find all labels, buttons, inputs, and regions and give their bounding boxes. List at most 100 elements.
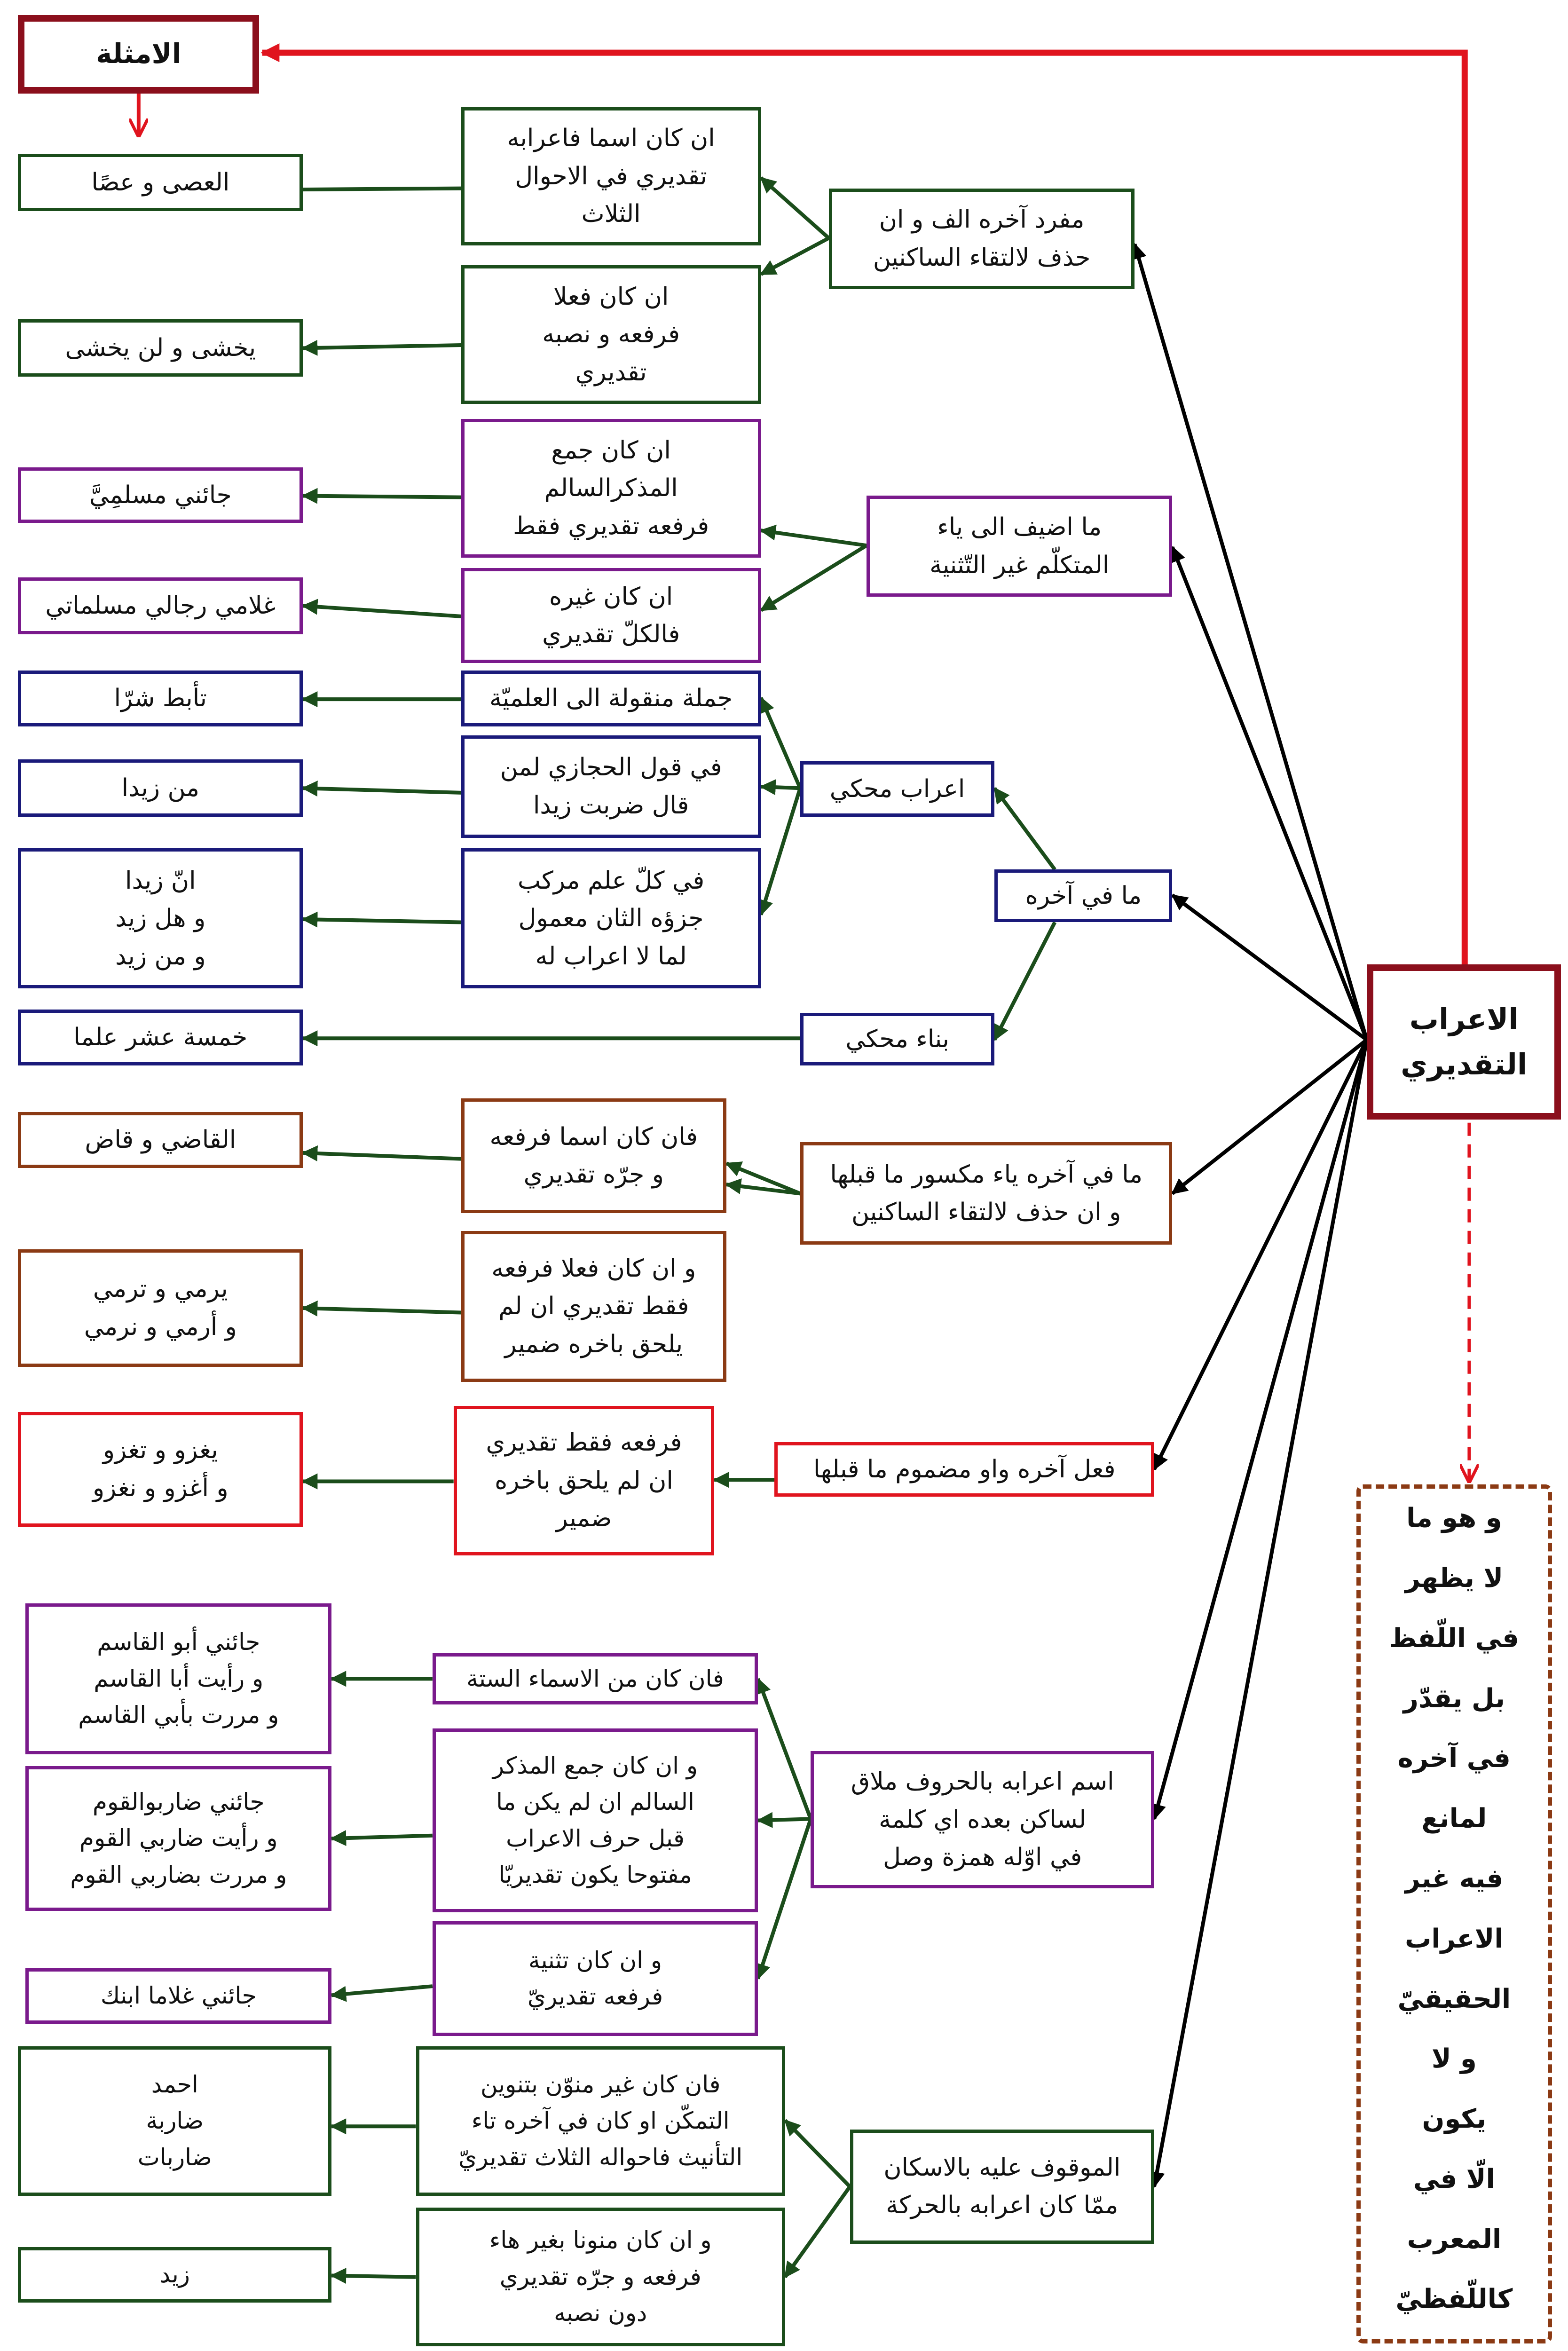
example-16: زيد <box>18 2247 332 2303</box>
line-text: من زيدا <box>121 773 199 802</box>
condition-5: جملة منقولة الى العلميّة <box>461 671 761 726</box>
category-to-condition-arrow <box>725 1178 801 1196</box>
line-text: حذف لالتقاء الساكنين <box>873 243 1091 272</box>
line-text: و رأيت ضاربي القوم <box>79 1824 278 1852</box>
line-text: جائني أبو القاسم <box>97 1628 260 1656</box>
line-text: و مررت بأبي القاسم <box>78 1701 279 1729</box>
category-to-condition-arrow <box>783 2119 851 2188</box>
line-text: فان كان من الاسماء الستة <box>466 1665 724 1692</box>
line-text: و ان كان منونا بغير هاء <box>489 2226 712 2254</box>
line-text: ان كان غيره <box>549 582 673 611</box>
line-text: ما في آخره ياء مكسور ما قبلها <box>830 1160 1143 1189</box>
line-text: ما في آخره <box>1025 882 1142 910</box>
line-text: يكون <box>1422 2104 1487 2135</box>
category-to-condition-arrow <box>756 1677 813 1820</box>
line-text: العصى و عصًا <box>91 168 230 197</box>
line-text: و من زيد <box>115 942 206 970</box>
line-text: المتكلّم غير التّثنية <box>930 551 1110 579</box>
line-text: فرفعه تقديري فقط <box>513 512 709 540</box>
condition-11: فان كان من الاسماء الستة <box>432 1653 758 1704</box>
line-text: التمكّن او كان في آخره تاء <box>471 2107 730 2135</box>
line-text: الموقوف عليه بالاسكان <box>883 2153 1121 2182</box>
line-text: في اللّفظ <box>1389 1623 1519 1654</box>
root-to-category-arrow <box>1170 545 1369 1041</box>
line-text: انّ زيدا <box>125 866 196 895</box>
line-text: يلحق باخره ضمير <box>504 1330 683 1359</box>
example-5: تأبط شرّا <box>18 671 303 726</box>
condition-to-example-arrow <box>301 339 461 356</box>
line-text: مفرد آخره الف و ان <box>879 205 1085 234</box>
line-text: و أرمي و نرمي <box>84 1312 237 1341</box>
line-text: و جرّه تقديري <box>523 1160 664 1189</box>
line-text: لساكن بعده اي كلمة <box>879 1805 1087 1834</box>
line-text: فالكلّ تقديري <box>542 620 680 649</box>
line-text: المذكرالسالم <box>544 474 678 503</box>
category-to-condition-arrow <box>755 1818 813 1980</box>
line-text: احمد <box>151 2070 198 2098</box>
line-text: كاللّفظيّ <box>1395 2284 1513 2315</box>
line-text: في آخره <box>1397 1743 1511 1774</box>
root-to-category-arrow <box>1131 243 1369 1041</box>
condition-3: ان كان جمع المذكرالسالم فرفعه تقديري فقط <box>461 418 761 558</box>
line-text: جائني غلاما ابنك <box>100 1982 257 2010</box>
category-5: فعل آخره واو مضموم ما قبلها <box>774 1442 1155 1497</box>
line-text: يخشى و لن يخشى <box>65 334 256 363</box>
line-text: فان كان اسما فرفعه <box>489 1122 698 1151</box>
line-text: فيه غير <box>1405 1863 1504 1894</box>
line-text: و هو ما <box>1406 1503 1502 1534</box>
root-to-category-arrow <box>1152 1039 1369 1471</box>
line-text: دون نصبه <box>554 2299 647 2327</box>
line-text: التقديري <box>1401 1047 1528 1082</box>
example-3: جائني مسلمِيَّ <box>18 467 303 523</box>
example-9: القاضي و قاض <box>18 1112 303 1168</box>
category-to-condition-arrow <box>759 779 801 796</box>
line-text: بل يقدّر <box>1403 1683 1505 1714</box>
line-text: في كلّ علم مركب <box>518 866 705 895</box>
line-text: الامثلة <box>96 38 181 70</box>
line-text: الحقيقيّ <box>1397 1983 1511 2014</box>
line-text: فقط تقديري ان لم <box>498 1292 689 1321</box>
root-to-examples-arrow <box>260 43 1468 965</box>
line-text: جملة منقولة الى العلميّة <box>489 684 733 713</box>
line-text: القاضي و قاض <box>85 1126 236 1154</box>
example-2: يخشى و لن يخشى <box>18 319 303 377</box>
line-text: و لا <box>1431 2043 1477 2075</box>
root-node: الاعراب التقديري <box>1366 964 1561 1120</box>
line-text: ضمير <box>556 1504 612 1533</box>
category-to-condition-arrow <box>759 176 830 240</box>
condition-to-example-arrow <box>301 488 461 504</box>
line-text: في اوّله همزة وصل <box>883 1843 1082 1872</box>
line-text: لما لا اعراب له <box>535 942 687 970</box>
line-text: ان كان جمع <box>551 436 671 465</box>
line-text: جائني مسلمِيَّ <box>89 481 232 509</box>
line-text: ضاربة <box>146 2107 204 2135</box>
line-text: المعرب <box>1407 2224 1502 2255</box>
line-text: يرمي و ترمي <box>93 1275 228 1303</box>
line-text: ان كان فعلا <box>553 282 669 311</box>
root-to-category-arrow <box>1171 1038 1368 1195</box>
line-text: فرفعه فقط تقديري <box>486 1428 682 1457</box>
category-to-condition-arrow <box>757 788 802 916</box>
category-1: مفرد آخره الف و ان حذف لالتقاء الساكنين <box>828 188 1135 290</box>
example-10: يرمي و ترمي و أرمي و نرمي <box>18 1249 303 1367</box>
line-text: قبل حرف الاعراب <box>506 1824 685 1852</box>
example-8: خمسة عشر علما <box>18 1010 303 1065</box>
line-text: لمانع <box>1421 1803 1487 1834</box>
category-to-condition-arrow <box>759 696 802 789</box>
line-text: خمسة عشر علما <box>73 1023 248 1052</box>
line-text: الاعراب <box>1405 1923 1504 1954</box>
line-text: جزؤه الثان معمول <box>518 904 704 933</box>
line-text: الاعراب <box>1409 1002 1519 1037</box>
category-3b: بناء محكي <box>800 1012 995 1065</box>
